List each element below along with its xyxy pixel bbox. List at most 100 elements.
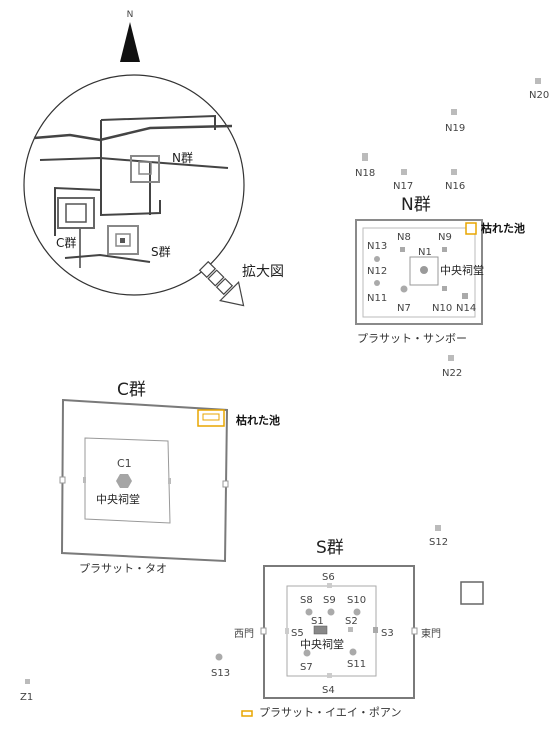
enlarge-arrow: 拡大図 <box>198 260 284 307</box>
inset-s-enclosure <box>107 225 139 255</box>
c-pond-label: 枯れた池 <box>236 413 280 427</box>
s5-marker <box>285 628 289 634</box>
overview-inset: N群 C群 S群 <box>23 74 245 296</box>
s-west-gate-label: 西門 <box>234 628 254 640</box>
s8-label: S8 <box>300 595 313 606</box>
n12-marker <box>374 256 380 262</box>
enlarge-arrow-icon <box>198 260 245 307</box>
inset-c-label: C群 <box>56 236 76 250</box>
n18-marker <box>362 153 368 161</box>
s6-label: S6 <box>322 572 335 583</box>
s11-marker <box>349 648 357 656</box>
n22-label: N22 <box>442 368 462 379</box>
n8-label: N8 <box>397 232 411 243</box>
s7-marker <box>303 649 311 657</box>
s3-label: S3 <box>381 628 394 639</box>
n9-label: N9 <box>438 232 452 243</box>
c-inner-gate-e <box>168 478 171 484</box>
n16-label: N16 <box>445 181 465 192</box>
s10-label: S10 <box>347 595 366 606</box>
n1-enclosure <box>409 256 439 286</box>
s-group: S群 S6 S4 S5 S3 S8 S9 S10 S1 S2 中央祠堂 S7 S… <box>20 525 484 719</box>
n17-label: N17 <box>393 181 413 192</box>
n12-label: N12 <box>367 266 387 277</box>
c-inner-enclosure <box>84 437 171 524</box>
s2-marker <box>348 627 353 632</box>
inset-road <box>100 190 161 217</box>
s10-marker <box>353 608 361 616</box>
s-pond-icon <box>241 710 253 717</box>
n-group: N群 N1 中央祠堂 N8 N9 N10 N11 N12 N13 N14 N7 … <box>355 78 549 379</box>
n14-marker <box>462 293 468 299</box>
n-outer-enclosure <box>355 219 483 325</box>
s1-marker <box>313 625 328 635</box>
n-pond-icon <box>465 222 477 235</box>
s-east-gate <box>411 627 418 635</box>
c-outer-enclosure <box>60 398 229 563</box>
n16-marker <box>451 169 457 175</box>
inset-n-core <box>138 161 152 175</box>
n8-marker <box>400 247 405 252</box>
n-inner-enclosure <box>362 227 476 318</box>
isolated-structure <box>460 581 484 605</box>
inset-road <box>54 160 102 236</box>
s12-marker <box>435 525 441 531</box>
c-west-gate <box>59 476 66 484</box>
n-central-label: 中央祠堂 <box>440 264 484 277</box>
n11-marker <box>374 280 380 286</box>
n1-label: N1 <box>418 247 432 258</box>
c1-label: C1 <box>117 457 132 470</box>
s5-label: S5 <box>291 628 304 639</box>
c-group: C群 C1 中央祠堂 枯れた池 プラサット・タオ <box>59 380 280 575</box>
n20-label: N20 <box>529 90 549 101</box>
s4-marker <box>327 673 332 678</box>
inset-road <box>64 253 151 263</box>
n-group-title: N群 <box>401 195 431 215</box>
z1-marker <box>25 679 30 684</box>
s11-label: S11 <box>347 659 366 670</box>
inset-s-dot <box>120 238 125 243</box>
n14-label: N14 <box>456 303 476 314</box>
n11-label: N11 <box>367 293 387 304</box>
n10-marker <box>442 286 447 291</box>
s3-marker <box>373 627 378 633</box>
c-pond-icon <box>197 409 225 427</box>
inset-s-label: S群 <box>151 245 171 259</box>
north-arrow: N <box>120 10 140 62</box>
n19-marker <box>451 109 457 115</box>
c-central-label: 中央祠堂 <box>96 493 140 506</box>
inset-road <box>39 156 229 169</box>
s7-label: S7 <box>300 662 313 673</box>
s8-marker <box>305 608 313 616</box>
s9-marker <box>327 608 335 616</box>
n7-label: N7 <box>397 303 411 314</box>
s-central-label: 中央祠堂 <box>300 638 344 651</box>
inset-road <box>33 124 233 142</box>
n17-marker <box>401 169 407 175</box>
n19-label: N19 <box>445 123 465 134</box>
north-label: N <box>127 10 134 20</box>
s4-label: S4 <box>322 685 335 696</box>
n-pond-label: 枯れた池 <box>481 221 525 235</box>
n7-marker <box>400 285 408 293</box>
inset-n-enclosure <box>130 155 160 183</box>
n22-marker <box>448 355 454 361</box>
s2-label: S2 <box>345 616 358 627</box>
s13-marker <box>215 653 223 661</box>
z1-label: Z1 <box>20 692 33 703</box>
enlarged-label: 拡大図 <box>242 264 284 280</box>
inset-c-enclosure <box>57 197 95 229</box>
inset-road <box>100 114 216 160</box>
n1-marker <box>420 266 428 274</box>
c-group-title: C群 <box>117 380 146 400</box>
c-inner-gate-w <box>83 477 86 483</box>
n-site-name: プラサット・サンボー <box>357 332 467 345</box>
n9-marker <box>442 247 447 252</box>
c1-marker <box>116 474 132 488</box>
s13-label: S13 <box>211 668 230 679</box>
s1-label: S1 <box>311 616 324 627</box>
s9-label: S9 <box>323 595 336 606</box>
c-east-gate <box>222 480 229 488</box>
inset-c-core <box>65 203 87 223</box>
